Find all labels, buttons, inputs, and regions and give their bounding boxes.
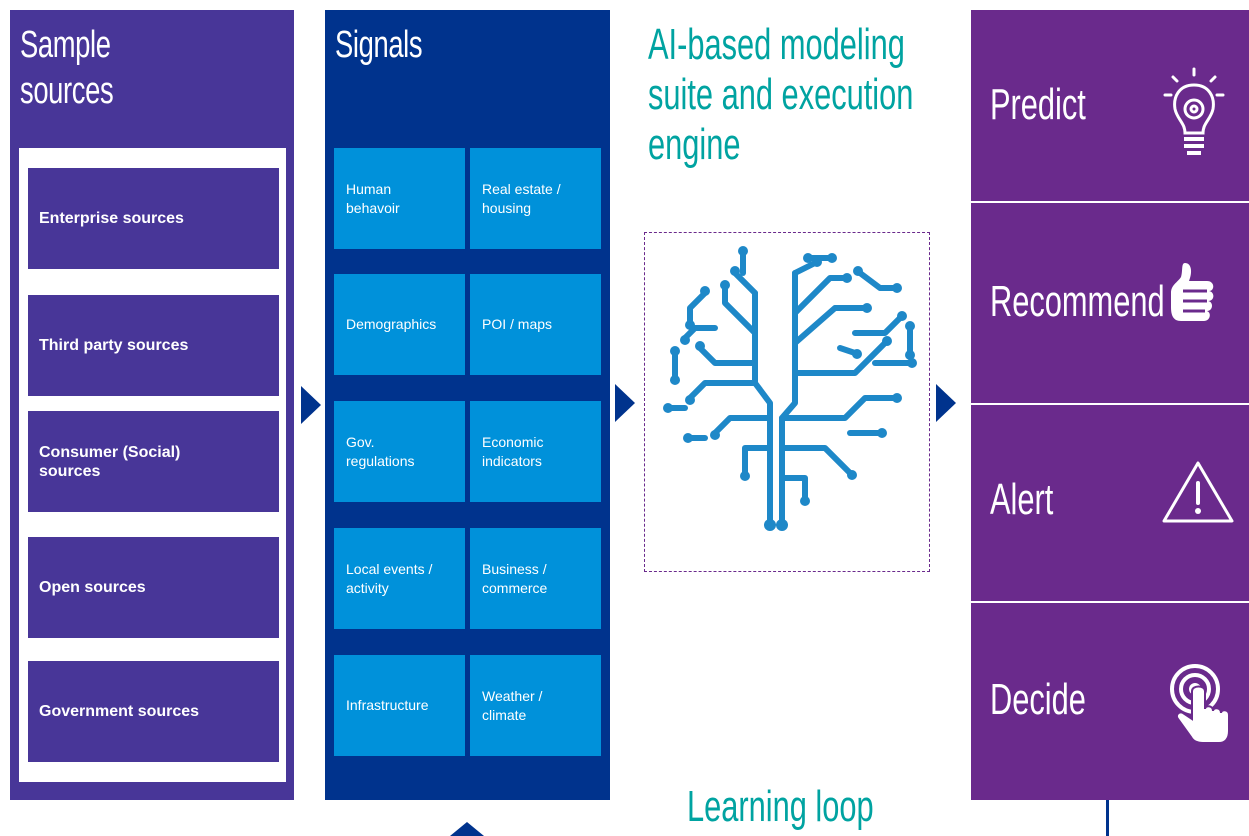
signals-title: Signals xyxy=(335,24,423,66)
source-open: Open sources xyxy=(28,537,279,638)
sources-title: Sample sources xyxy=(20,24,114,112)
output-decide-label: Decide xyxy=(990,675,1086,724)
brain-circuit-icon xyxy=(663,246,917,531)
source-government: Government sources xyxy=(28,661,279,762)
output-recommend-label: Recommend xyxy=(990,277,1165,326)
thumbs-up-icon xyxy=(1171,263,1214,321)
flow-arrow-1 xyxy=(301,386,321,424)
signal-weather-climate: Weather / climate xyxy=(470,655,601,756)
brain-image-frame xyxy=(644,232,930,572)
output-predict-label: Predict xyxy=(990,80,1086,129)
touch-target-icon xyxy=(1170,664,1230,744)
source-enterprise: Enterprise sources xyxy=(28,168,279,269)
output-predict: Predict xyxy=(971,10,1249,201)
output-decide: Decide xyxy=(971,603,1249,800)
signal-poi-maps: POI / maps xyxy=(470,274,601,375)
signal-human-behavior: Human behavoir xyxy=(334,148,465,249)
loop-arrow-up xyxy=(450,822,484,836)
source-consumer-social: Consumer (Social) sources xyxy=(28,411,279,512)
flow-arrow-3 xyxy=(936,384,956,422)
loop-line-right xyxy=(1106,800,1109,836)
signal-economic-indicators: Economic indicators xyxy=(470,401,601,502)
warning-icon xyxy=(1162,461,1234,523)
lightbulb-gear-icon xyxy=(1163,67,1225,155)
output-alert: Alert xyxy=(971,405,1249,601)
signal-local-events: Local events / activity xyxy=(334,528,465,629)
learning-loop-label: Learning loop xyxy=(687,782,874,831)
output-recommend: Recommend xyxy=(971,203,1249,403)
signal-business-commerce: Business / commerce xyxy=(470,528,601,629)
engine-title: AI-based modeling suite and execution en… xyxy=(648,20,914,169)
source-third-party: Third party sources xyxy=(28,295,279,396)
signal-infrastructure: Infrastructure xyxy=(334,655,465,756)
signal-demographics: Demographics xyxy=(334,274,465,375)
output-alert-label: Alert xyxy=(990,475,1054,524)
flow-arrow-2 xyxy=(615,384,635,422)
signal-real-estate: Real estate / housing xyxy=(470,148,601,249)
signal-gov-regulations: Gov. regulations xyxy=(334,401,465,502)
